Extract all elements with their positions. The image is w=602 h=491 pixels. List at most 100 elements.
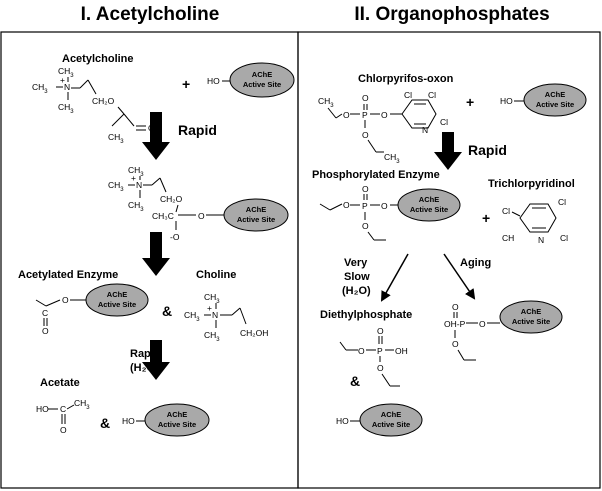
svg-text:O: O [377, 326, 384, 336]
choline-structure: CH3 CH3 N + CH3 CH₂OH [184, 292, 268, 343]
right-title: II. Organophosphates [354, 4, 549, 25]
svg-text:+: + [131, 173, 136, 183]
svg-text:AChE: AChE [252, 70, 272, 79]
svg-text:Active Site: Active Site [372, 420, 410, 429]
aged-enzyme: OH-P O O O AChE Active Site [444, 300, 563, 361]
condition-rapid: Rapid [178, 122, 217, 138]
acetylcholine-structure: CH3 CH3 N + CH3 CH₂O O CH3 [32, 66, 155, 145]
svg-text:C: C [42, 308, 48, 318]
svg-text:AChE: AChE [419, 195, 439, 204]
tetrahedral-intermediate: CH3 CH3 N + CH3 CH₂O CH₃C O -O AChE Acti… [108, 165, 289, 242]
svg-text:O: O [343, 110, 350, 120]
svg-text:Cl: Cl [404, 90, 412, 100]
svg-text:AChE: AChE [521, 307, 541, 316]
acetate-structure: HO C CH3 O [36, 398, 90, 435]
acetate-label: Acetate [40, 377, 80, 389]
ache-enzyme: HO AChE Active Site [207, 62, 295, 98]
reaction-arrow [443, 253, 476, 300]
phosphorylated-enzyme: O P O O O AChE Active Site [319, 184, 461, 241]
reaction-arrow [142, 232, 170, 276]
svg-text:Active Site: Active Site [158, 420, 196, 429]
svg-text:N: N [422, 125, 428, 135]
svg-text:O: O [362, 184, 369, 194]
svg-text:-O: -O [170, 232, 180, 242]
svg-text:O: O [479, 319, 486, 329]
svg-text:O: O [358, 346, 365, 356]
svg-text:Active Site: Active Site [512, 317, 550, 326]
diethylphosphate-structure: O P O OH O [339, 326, 408, 387]
svg-text:AChE: AChE [107, 290, 127, 299]
svg-text:AChE: AChE [167, 410, 187, 419]
condition-h2o: (H₂O) [342, 285, 371, 297]
reaction-arrow [142, 112, 170, 160]
svg-text:CH3: CH3 [58, 102, 74, 115]
acetylcholine-label: Acetylcholine [62, 53, 134, 65]
svg-text:CH: CH [502, 233, 514, 243]
svg-text:+: + [207, 303, 212, 313]
svg-text:Active Site: Active Site [243, 80, 281, 89]
condition-very: Very [344, 257, 368, 269]
svg-text:Active Site: Active Site [410, 205, 448, 214]
svg-text:AChE: AChE [381, 410, 401, 419]
chlorpyrifos-oxon-structure: CH3 O P O O O CH3 N Cl Cl Cl [318, 90, 448, 165]
ache-enzyme: HO AChE Active Site [500, 83, 587, 117]
svg-text:CH3: CH3 [32, 82, 48, 95]
svg-text:CH3: CH3 [108, 180, 124, 193]
left-title: I. Acetylcholine [81, 4, 220, 25]
svg-text:CH₂OH: CH₂OH [240, 328, 268, 338]
svg-text:Cl: Cl [428, 90, 436, 100]
svg-text:O: O [198, 211, 205, 221]
trichloropyridinol-structure: Cl Cl Cl CH N [502, 197, 568, 245]
acetylated-enzyme-label: Acetylated Enzyme [18, 269, 118, 281]
svg-text:P: P [362, 110, 368, 120]
svg-text:P: P [377, 346, 383, 356]
svg-text:CH3: CH3 [108, 132, 124, 145]
diethylphosphate-label: Diethylphosphate [320, 309, 412, 321]
svg-text:CH3: CH3 [204, 330, 220, 343]
condition-rapid: Rapid [130, 348, 161, 360]
svg-text:CH3: CH3 [204, 292, 220, 305]
svg-text:CH3: CH3 [128, 165, 144, 178]
acetylated-enzyme: O C O AChE Active Site [35, 283, 149, 336]
and-sign: & [162, 303, 172, 319]
reaction-arrow [142, 340, 170, 380]
svg-text:CH3: CH3 [318, 96, 334, 109]
condition-h2o: (H₂O) [130, 362, 159, 374]
svg-text:O: O [362, 93, 369, 103]
svg-text:CH3: CH3 [184, 310, 200, 323]
svg-text:CH₂O: CH₂O [160, 194, 183, 204]
svg-text:CH3: CH3 [128, 200, 144, 213]
svg-text:CH3: CH3 [74, 398, 90, 411]
and-sign: & [100, 415, 110, 431]
chlorpyrifos-oxon-label: Chlorpyrifos-oxon [358, 73, 454, 85]
svg-text:Active Site: Active Site [98, 300, 136, 309]
svg-text:O: O [452, 339, 459, 349]
svg-text:HO: HO [336, 416, 349, 426]
svg-text:OH-P: OH-P [444, 319, 466, 329]
svg-text:CH₃C: CH₃C [152, 211, 174, 221]
svg-text:HO: HO [500, 96, 513, 106]
reaction-arrow [434, 132, 462, 170]
right-panel [297, 31, 601, 489]
svg-text:HO: HO [36, 404, 49, 414]
trichloropyridinol-label: Trichlorpyridinol [488, 178, 575, 190]
svg-text:O: O [343, 200, 350, 210]
svg-text:O: O [362, 130, 369, 140]
svg-text:O: O [377, 363, 384, 373]
svg-text:AChE: AChE [246, 205, 266, 214]
ache-enzyme: HO AChE Active Site [122, 403, 210, 437]
condition-slow: Slow [344, 271, 370, 283]
svg-text:O: O [60, 425, 67, 435]
svg-text:N: N [212, 310, 218, 320]
svg-text:N: N [136, 180, 142, 190]
plus-sign: + [466, 94, 474, 110]
svg-text:O: O [452, 302, 459, 312]
plus-sign: + [182, 76, 190, 92]
svg-text:CH₂O: CH₂O [92, 96, 115, 106]
svg-text:O: O [381, 110, 388, 120]
svg-text:OH: OH [395, 346, 408, 356]
reaction-arrow [380, 253, 409, 302]
condition-rapid: Rapid [468, 142, 507, 158]
phosphorylated-enzyme-label: Phosphorylated Enzyme [312, 169, 440, 181]
svg-text:HO: HO [207, 76, 220, 86]
